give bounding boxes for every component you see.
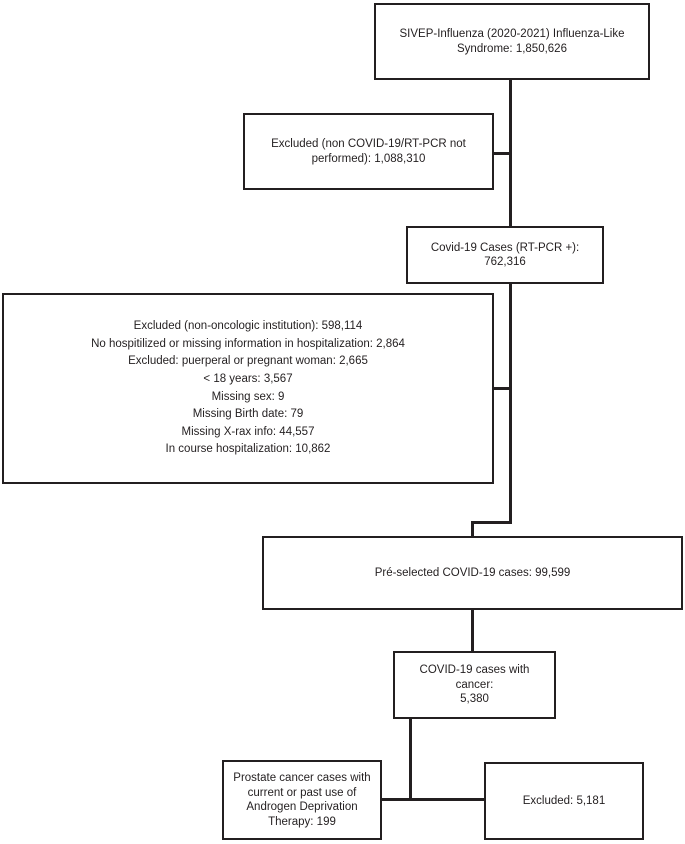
node-excluded-non-covid-label: Excluded (non COVID-19/RT-PCR not perfor… [271, 138, 466, 165]
node-prostate-cancer-adt-label: Prostate cancer cases with current or pa… [233, 772, 371, 828]
node-covid19-cases: Covid-19 Cases (RT-PCR +): 762,316 [406, 226, 604, 284]
connector-cancer-to-bottom-row [409, 719, 412, 801]
node-preselected-covid-cases: Pré-selected COVID-19 cases: 99,599 [262, 536, 683, 610]
node-covid-cases-with-cancer-label: COVID-19 cases with cancer: 5,380 [419, 664, 530, 706]
connector-preselected-to-cancer [471, 610, 474, 653]
node-excluded-criteria-list: Excluded (non-oncologic institution): 59… [2, 293, 494, 484]
connector-jog-horizontal [471, 521, 512, 524]
node-excluded-non-covid: Excluded (non COVID-19/RT-PCR not perfor… [243, 113, 494, 190]
connector-jog-vertical [471, 521, 474, 538]
node-sivep-influenza-label: SIVEP-Influenza (2020-2021) Influenza-Li… [399, 28, 625, 55]
connector-to-excluded-criteria-list [492, 387, 511, 390]
connector-to-excluded-non-covid [492, 152, 511, 155]
node-sivep-influenza: SIVEP-Influenza (2020-2021) Influenza-Li… [374, 3, 650, 80]
node-prostate-cancer-adt: Prostate cancer cases with current or pa… [222, 760, 382, 840]
node-covid19-cases-label: Covid-19 Cases (RT-PCR +): 762,316 [430, 241, 580, 269]
node-excluded-final-label: Excluded: 5,181 [522, 794, 606, 807]
node-preselected-covid-cases-label: Pré-selected COVID-19 cases: 99,599 [374, 566, 571, 579]
connector-covid-to-preselected [509, 284, 512, 523]
node-excluded-criteria-list-label: Excluded (non-oncologic institution): 59… [91, 320, 405, 456]
connector-prostate-to-excluded-final [380, 798, 486, 801]
node-covid-cases-with-cancer: COVID-19 cases with cancer: 5,380 [393, 651, 556, 719]
node-excluded-final: Excluded: 5,181 [484, 762, 644, 840]
